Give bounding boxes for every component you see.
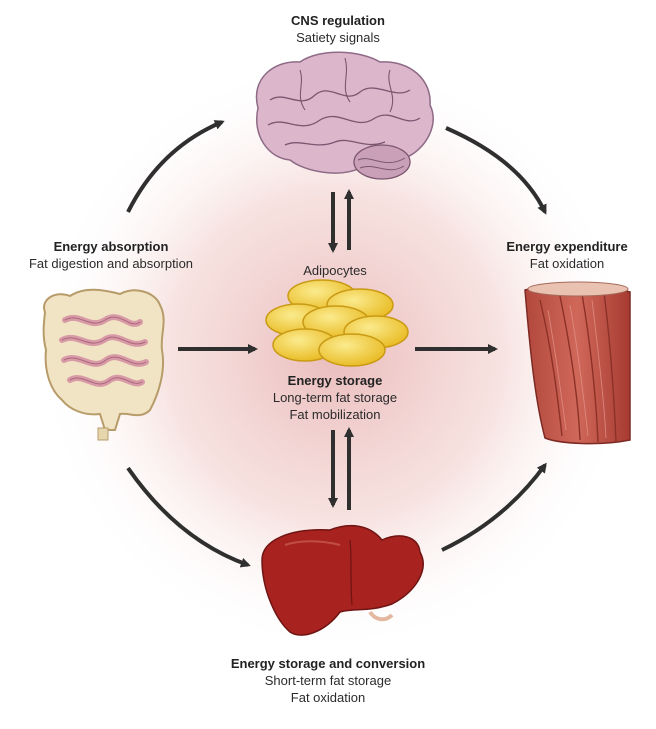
label-cns: CNS regulation Satiety signals xyxy=(238,12,438,46)
storage-title: Energy storage xyxy=(240,372,430,389)
storage-line-1: Long-term fat storage xyxy=(240,389,430,406)
label-liver: Energy storage and conversion Short-term… xyxy=(178,655,478,706)
label-expenditure: Energy expenditure Fat oxidation xyxy=(478,238,656,272)
absorption-title: Energy absorption xyxy=(0,238,222,255)
adipocytes-label: Adipocytes xyxy=(260,262,410,279)
cns-line-1: Satiety signals xyxy=(238,29,438,46)
storage-line-2: Fat mobilization xyxy=(240,406,430,423)
label-adipocytes: Adipocytes xyxy=(260,262,410,279)
expenditure-title: Energy expenditure xyxy=(478,238,656,255)
liver-line-2: Fat oxidation xyxy=(178,689,478,706)
label-storage: Energy storage Long-term fat storage Fat… xyxy=(240,372,430,423)
muscle-illustration xyxy=(525,282,630,444)
absorption-line-1: Fat digestion and absorption xyxy=(0,255,222,272)
liver-title: Energy storage and conversion xyxy=(178,655,478,672)
label-absorption: Energy absorption Fat digestion and abso… xyxy=(0,238,222,272)
expenditure-line-1: Fat oxidation xyxy=(478,255,656,272)
cns-title: CNS regulation xyxy=(238,12,438,29)
liver-line-1: Short-term fat storage xyxy=(178,672,478,689)
